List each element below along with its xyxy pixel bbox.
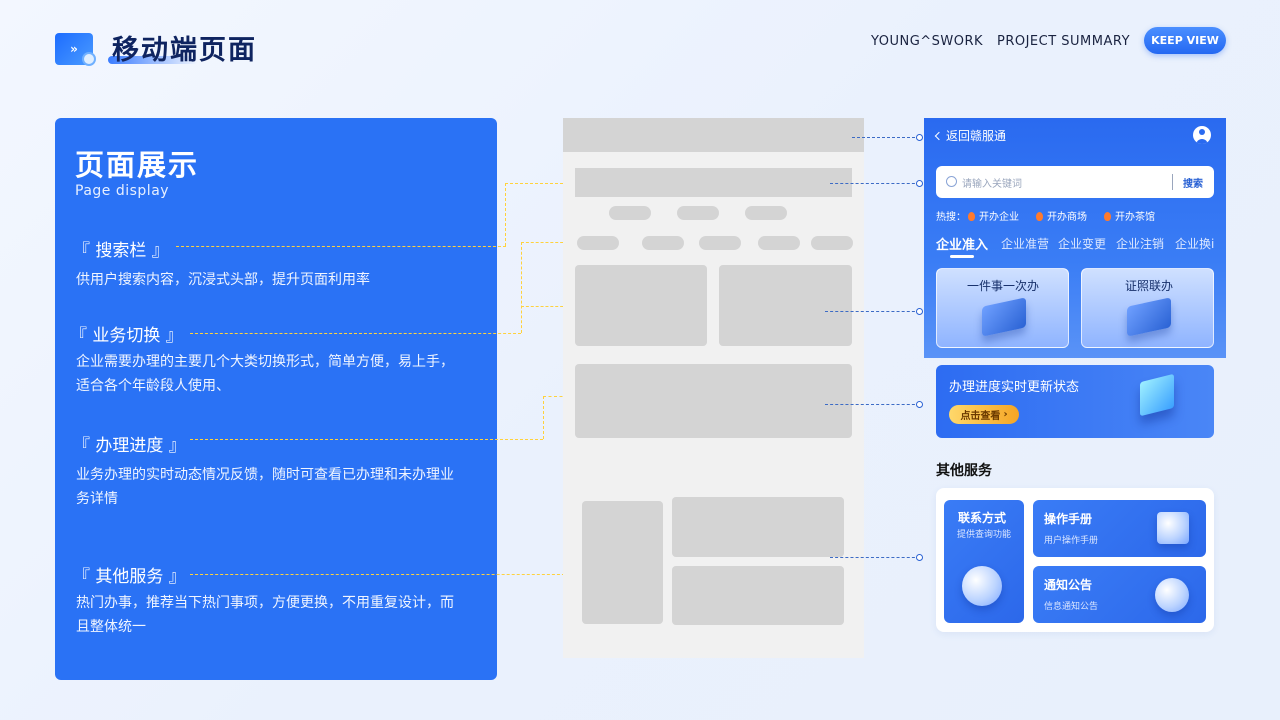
fire-icon xyxy=(1036,212,1043,221)
panel-title: 页面展示 xyxy=(75,148,200,182)
connector-search xyxy=(176,246,506,247)
section-desc-business: 企业需要办理的主要几个大类切换形式，简单方便，易上手，适合各个年龄段人使用、 xyxy=(76,354,454,394)
connector-search-top xyxy=(505,183,568,184)
service-notice-title: 通知公告 xyxy=(1044,578,1093,592)
tab-enterprise-switch[interactable]: 企业换i xyxy=(1175,237,1215,251)
connector-progress-top xyxy=(543,396,568,397)
connector-phone xyxy=(825,311,920,312)
other-services-title: 其他服务 xyxy=(936,463,992,479)
hot-search-label: 热搜： xyxy=(936,212,966,223)
section-title-other: 『 其他服务 』 xyxy=(73,567,186,587)
search-button[interactable]: 搜索 xyxy=(1183,179,1203,190)
card-one-stop-title: 一件事一次办 xyxy=(967,279,1040,293)
wireframe-hot-item xyxy=(677,206,719,220)
section-title-search: 『 搜索栏 』 xyxy=(73,241,169,261)
service-manual-desc: 用户操作手册 xyxy=(1044,536,1099,546)
connector-phone xyxy=(852,137,920,138)
section-title-progress: 『 办理进度 』 xyxy=(73,436,186,456)
connector-dot xyxy=(916,554,923,561)
wireframe-search xyxy=(575,168,852,197)
service-contact-desc: 提供查询功能 xyxy=(957,530,1012,540)
connector-business xyxy=(190,333,521,334)
wireframe-card xyxy=(719,265,852,346)
connector-phone xyxy=(825,404,920,405)
tab-enterprise-change[interactable]: 企业变更 xyxy=(1058,237,1107,251)
section-desc-other: 热门办事，推荐当下热门事项，方便更换，不用重复设计，而且整体统一 xyxy=(76,595,454,635)
chevron-left-icon xyxy=(934,131,944,141)
user-avatar-icon[interactable] xyxy=(1193,126,1211,144)
connector-dot xyxy=(916,308,923,315)
wireframe-hot-item xyxy=(609,206,651,220)
back-label: 返回赣服通 xyxy=(946,129,1007,143)
wireframe-hot-item xyxy=(745,206,787,220)
tab-enterprise-entry[interactable]: 企业准入 xyxy=(936,238,989,253)
brand-summary: YOUNG^SWORK PROJECT SUMMARY xyxy=(871,34,1130,49)
connector-search-v xyxy=(505,183,506,246)
tab-indicator xyxy=(950,255,974,258)
wireframe-header xyxy=(563,118,864,152)
hot-search-item[interactable]: 开办企业 xyxy=(968,208,1019,223)
connector-progress xyxy=(190,439,543,440)
manual-icon xyxy=(1157,512,1189,544)
section-title-business: 『 业务切换 』 xyxy=(70,326,183,346)
brand-name: YOUNG^SWORK xyxy=(871,34,984,49)
logo-icon: » xyxy=(55,33,93,65)
view-details-button[interactable]: 点击查看› xyxy=(949,405,1019,424)
hot-search-item[interactable]: 开办茶馆 xyxy=(1104,208,1155,223)
search-icon xyxy=(946,176,957,187)
connector-phone xyxy=(830,557,920,558)
connector-business-top xyxy=(521,242,568,243)
wireframe-tab xyxy=(699,236,741,250)
back-button[interactable]: 返回赣服通 xyxy=(934,127,1007,144)
tab-enterprise-cancel[interactable]: 企业注销 xyxy=(1116,237,1165,251)
connector-business-mid xyxy=(521,306,568,307)
connector-phone xyxy=(830,183,920,184)
card-license-title: 证照联办 xyxy=(1125,279,1174,293)
connector-dot xyxy=(916,134,923,141)
wireframe-card xyxy=(575,265,707,346)
wireframe-tab xyxy=(811,236,853,250)
fire-icon xyxy=(1104,212,1111,221)
chevron-right-icon: › xyxy=(1003,409,1008,420)
wireframe-progress xyxy=(575,364,852,438)
wireframe-tab xyxy=(577,236,619,250)
search-divider xyxy=(1172,174,1173,190)
notice-icon xyxy=(1155,578,1189,612)
wireframe-service xyxy=(672,497,844,557)
hot-search-item[interactable]: 开办商场 xyxy=(1036,208,1087,223)
wireframe-service xyxy=(672,566,844,625)
search-input[interactable] xyxy=(936,166,1214,198)
connector-other xyxy=(190,574,570,575)
keep-view-button[interactable]: KEEP VIEW xyxy=(1144,27,1226,54)
title-underline xyxy=(108,56,198,64)
section-desc-progress: 业务办理的实时动态情况反馈，随时可查看已办理和未办理业务详情 xyxy=(76,467,454,507)
wireframe-tab xyxy=(758,236,800,250)
service-notice-desc: 信息通知公告 xyxy=(1044,602,1099,612)
fire-icon xyxy=(968,212,975,221)
wireframe-service xyxy=(582,501,663,624)
project-summary: PROJECT SUMMARY xyxy=(996,34,1131,49)
magnifier-icon xyxy=(82,52,96,66)
connector-dot xyxy=(916,401,923,408)
search-placeholder: 请输入关键词 xyxy=(962,179,1022,190)
page-title: 移动端页面 xyxy=(112,35,257,66)
description-panel xyxy=(55,118,497,680)
phone-call-icon xyxy=(962,566,1002,606)
wireframe-tab xyxy=(642,236,684,250)
progress-title: 办理进度实时更新状态 xyxy=(949,380,1080,395)
service-contact-title: 联系方式 xyxy=(958,511,1007,525)
service-manual-title: 操作手册 xyxy=(1044,512,1093,526)
tab-enterprise-operation[interactable]: 企业准营 xyxy=(1001,237,1050,251)
section-desc-search: 供用户搜索内容，沉浸式头部，提升页面利用率 xyxy=(76,272,370,288)
panel-subtitle: Page display xyxy=(75,183,170,199)
connector-business-v xyxy=(521,242,522,333)
connector-dot xyxy=(916,180,923,187)
connector-progress-v xyxy=(543,396,544,439)
